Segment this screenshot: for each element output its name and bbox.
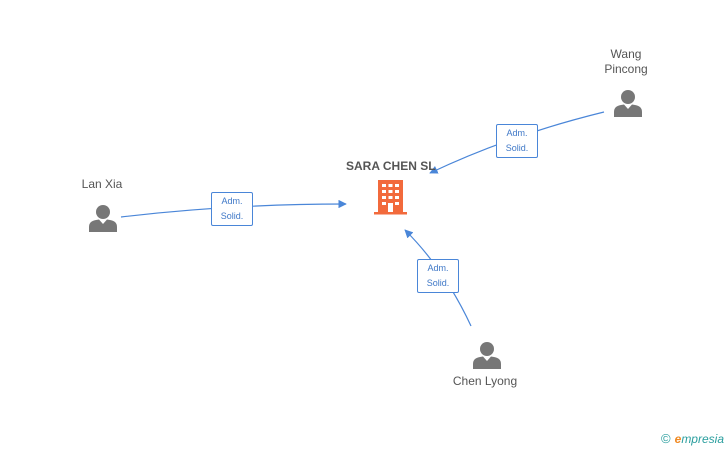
person-icon[interactable] (473, 342, 501, 369)
company-name[interactable]: SARA CHEN SL (346, 159, 436, 173)
name-line: Wang (610, 47, 642, 61)
relation-label-line: Adm. (506, 128, 528, 138)
relation-label-line: Solid. (505, 143, 529, 153)
relation-label-line: Solid. (220, 211, 244, 221)
person-name-chen[interactable]: Chen Lyong (445, 374, 525, 389)
person-icon[interactable] (89, 205, 117, 232)
relation-label-wang: Adm. Solid. (496, 124, 538, 158)
brand-name: mpresia (681, 432, 724, 446)
building-icon[interactable] (374, 180, 407, 215)
name-line: Lan Xia (81, 177, 123, 191)
relation-label-chen: Adm. Solid. (417, 259, 459, 293)
person-name-wang[interactable]: Wang Pincong (596, 47, 656, 77)
relation-label-lanxia: Adm. Solid. (211, 192, 253, 226)
copyright-icon: © (661, 431, 671, 446)
name-line: Chen Lyong (452, 374, 518, 388)
person-icon[interactable] (614, 90, 642, 117)
relation-label-line: Adm. (221, 196, 243, 206)
relation-label-line: Solid. (426, 278, 450, 288)
brand-initial: e (674, 432, 682, 446)
name-line: Pincong (604, 62, 648, 76)
person-name-lanxia[interactable]: Lan Xia (70, 177, 134, 192)
relation-label-line: Adm. (427, 263, 449, 273)
brand-logo: ©empresia (661, 431, 724, 446)
